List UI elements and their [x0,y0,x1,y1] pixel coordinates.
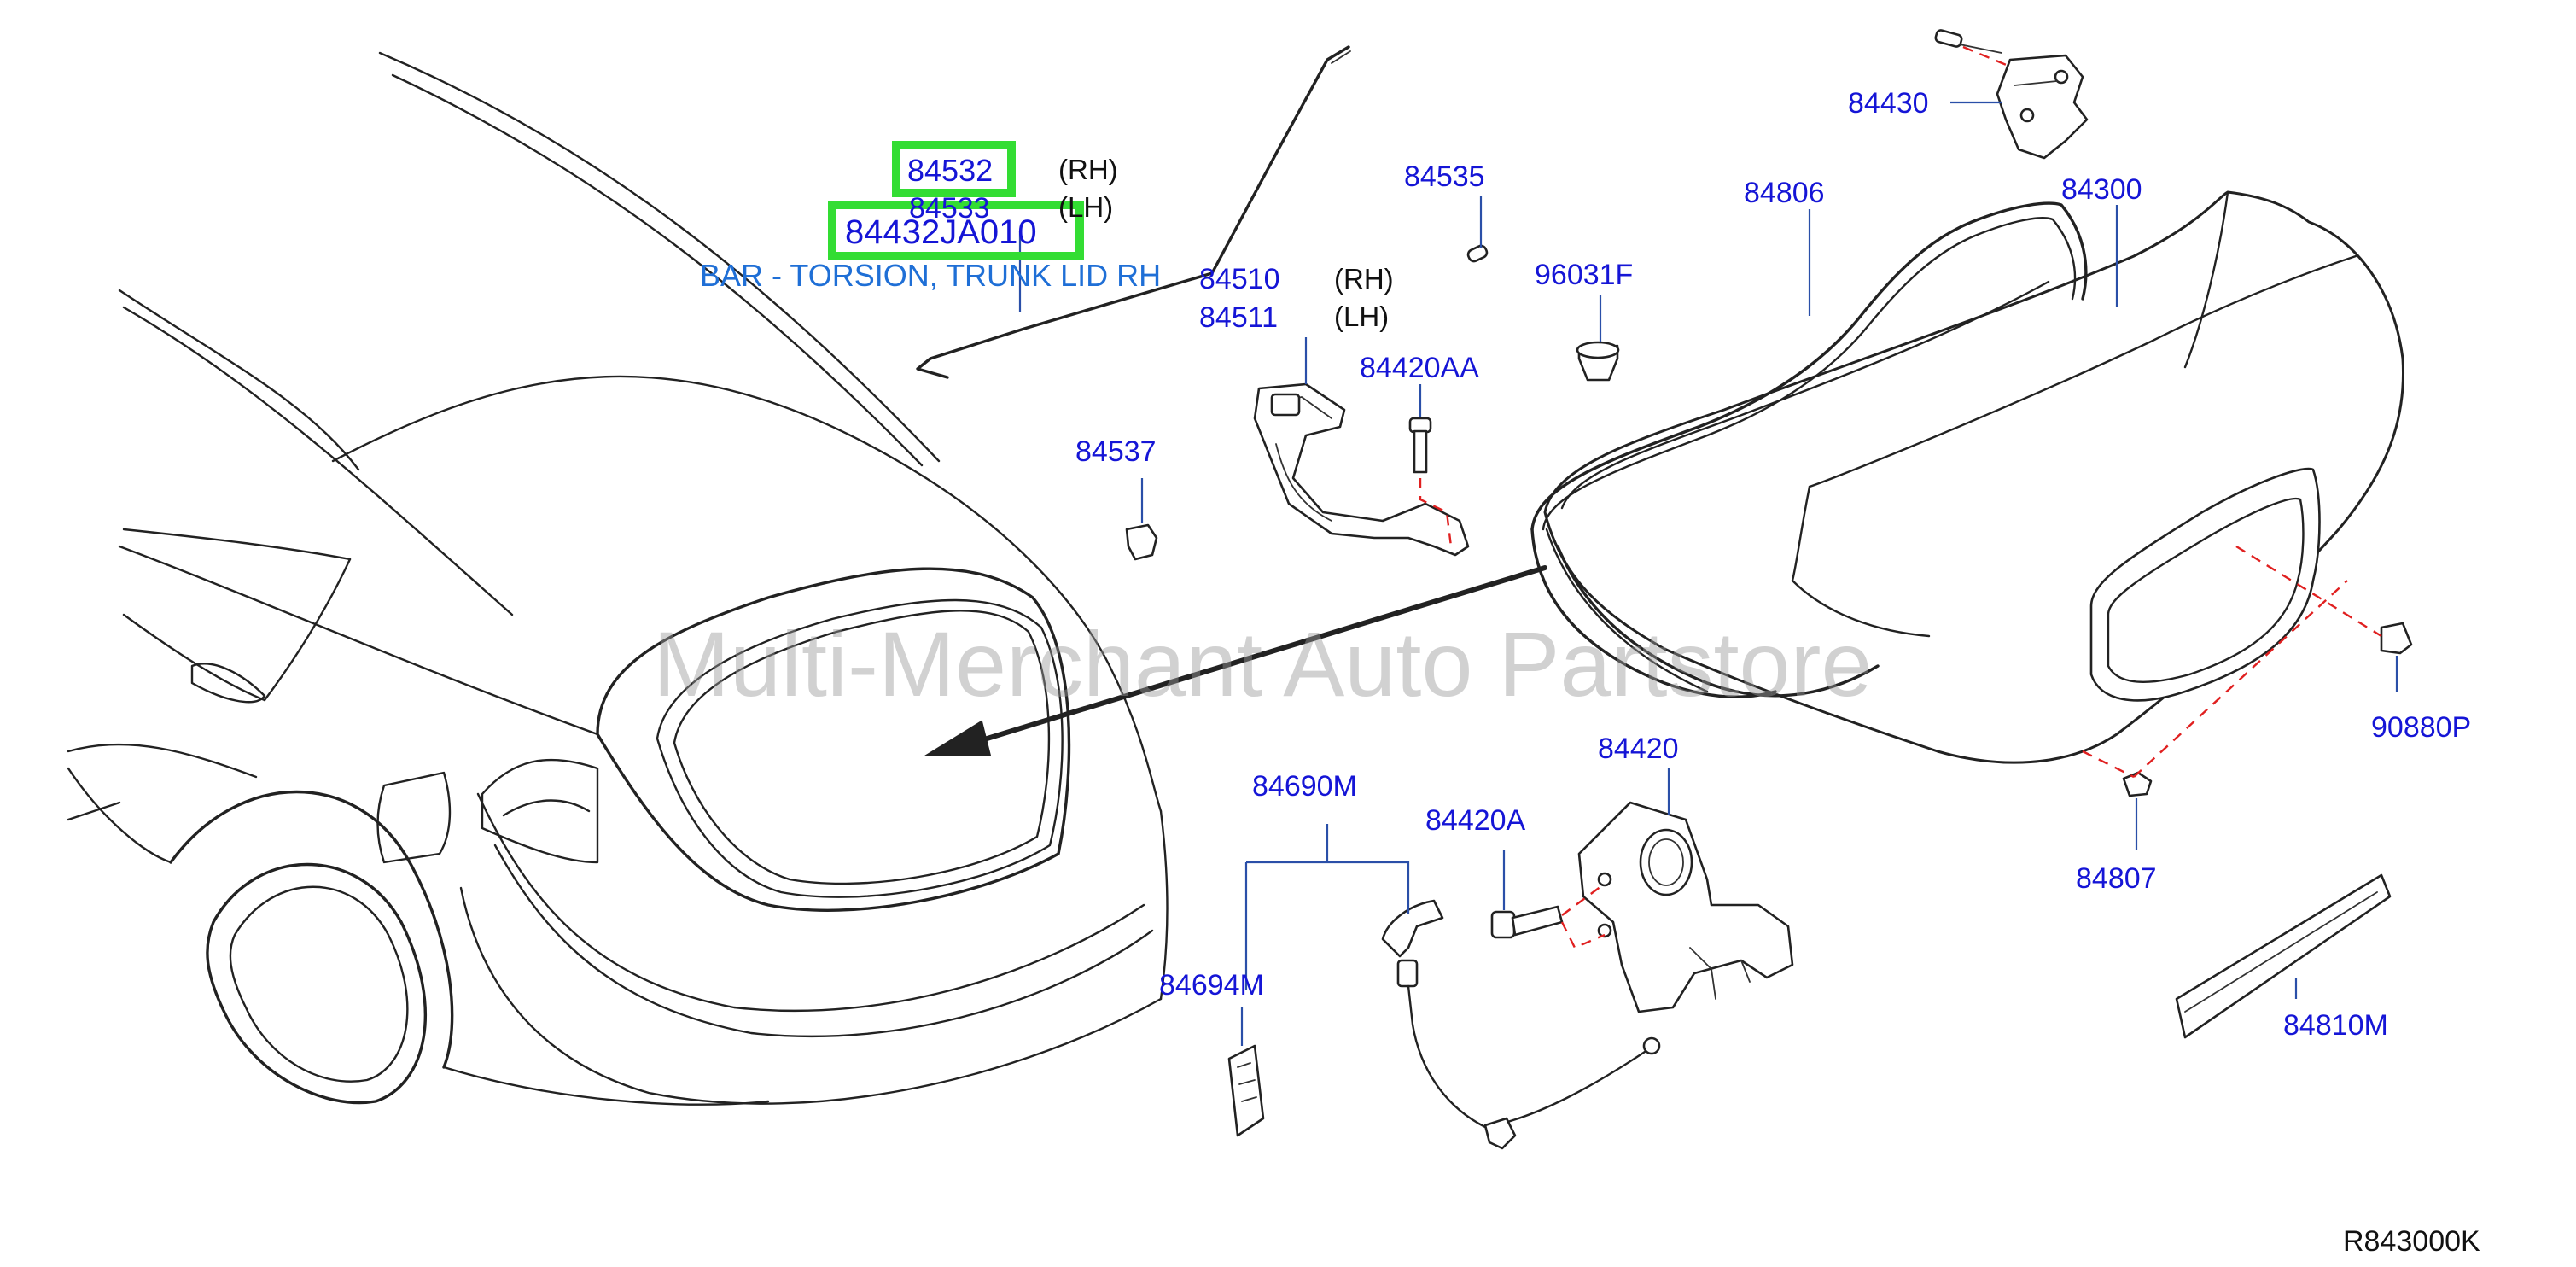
highlighted-part-secondary[interactable]: 84432JA010 [845,213,1037,251]
label-84537[interactable]: 84537 [1075,435,1157,468]
label-84300[interactable]: 84300 [2061,173,2142,206]
label-84420[interactable]: 84420 [1598,733,1679,765]
highlight-box-secondary [828,201,1084,260]
watermark-text: Multi-Merchant Auto Partstore [653,612,1873,715]
striker-84420-part[interactable] [1577,768,1794,1013]
diagram-reference-code: R843000K [2343,1225,2480,1258]
diagram-labels: 84532 (RH) 84533 (LH) 84432JA010 BAR - T… [700,87,2480,1258]
weatherstrip-84806-part[interactable] [1530,201,2088,698]
label-96031F[interactable]: 96031F [1535,259,1633,291]
bolt-84420AA-part[interactable] [1408,384,1453,547]
label-84694M[interactable]: 84694M [1159,969,1264,1001]
highlight-box-primary [892,141,1016,197]
label-84807[interactable]: 84807 [2076,862,2157,895]
leader-lines [1018,196,2118,384]
label-90880P[interactable]: 90880P [2371,711,2471,744]
clip-84535-part[interactable] [1466,244,1489,263]
side-lh-84533: (LH) [1058,191,1113,223]
highlight-description: BAR - TORSION, TRUNK LID RH [700,258,1161,293]
label-84510[interactable]: 84510 [1199,263,1280,295]
side-rh-84532: (RH) [1058,154,1118,185]
grommet-96031F-part[interactable] [1576,341,1620,382]
label-84533[interactable]: 84533 [909,192,990,225]
side-lh-84511: (LH) [1334,301,1389,332]
trunk-lid-part[interactable] [1543,190,2405,764]
label-84810M[interactable]: 84810M [2283,1009,2388,1042]
bumper-90880P-part[interactable] [2235,545,2413,692]
clip-84537-part[interactable] [1125,478,1158,561]
finisher-84810M-part[interactable] [2175,873,2392,1039]
label-84535[interactable]: 84535 [1404,161,1485,193]
label-84806[interactable]: 84806 [1744,177,1825,209]
highlighted-part-primary[interactable]: 84532 [907,153,993,188]
label-84420AA[interactable]: 84420AA [1360,352,1479,384]
label-84511[interactable]: 84511 [1199,301,1278,334]
side-rh-84510: (RH) [1334,263,1394,295]
car-body-illustration [67,51,1547,1106]
bolt-84420A-part[interactable] [1490,850,1606,949]
trunk-lid-lock-part[interactable] [1934,29,2089,160]
clip-84807-part[interactable] [2082,580,2348,850]
label-84690M[interactable]: 84690M [1252,770,1357,803]
opener-cable-part[interactable] [1244,824,1661,1150]
emblem-84694M-part[interactable] [1227,1007,1265,1137]
label-84430[interactable]: 84430 [1848,87,1929,120]
label-84420A[interactable]: 84420A [1425,804,1526,837]
torsion-bar-part[interactable] [916,45,1351,379]
trunk-hinge-part[interactable] [1253,382,1470,557]
